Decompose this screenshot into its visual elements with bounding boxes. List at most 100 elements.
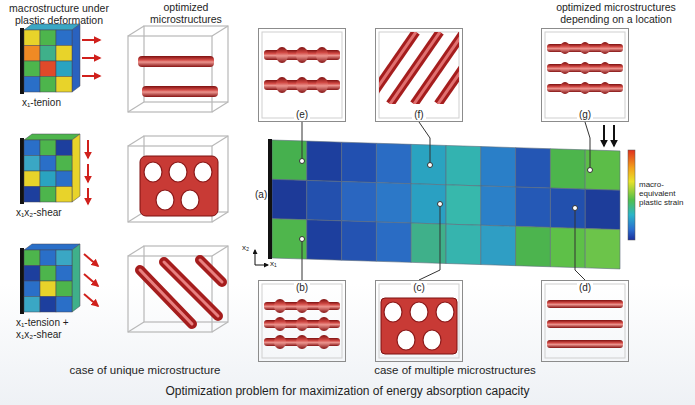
macro-block-shear bbox=[40, 156, 56, 172]
microstructure-wavy-bars bbox=[318, 335, 330, 349]
microstructure-honeycomb bbox=[410, 302, 428, 322]
macro-block-shear bbox=[24, 140, 72, 202]
sample-point-leader bbox=[430, 138, 431, 165]
macro-block-combined bbox=[40, 266, 56, 282]
macro-block-tension bbox=[24, 30, 40, 46]
macro-block-combined bbox=[40, 297, 56, 313]
microstructure-bars bbox=[547, 320, 623, 328]
macro-block-combined bbox=[24, 250, 72, 312]
panel-label: (b) bbox=[294, 282, 310, 293]
macro-block-combined bbox=[56, 250, 72, 266]
macro-block-tension bbox=[24, 46, 40, 62]
sample-point bbox=[573, 206, 578, 211]
load-case-label-holder: x₁x₂-shear bbox=[16, 207, 106, 219]
macro-mesh-cells bbox=[550, 227, 585, 267]
macro-block-combined bbox=[200, 260, 222, 282]
macro-block-tension bbox=[24, 61, 40, 77]
sample-point-leader bbox=[302, 138, 303, 161]
microstructure-honeycomb bbox=[397, 330, 415, 350]
microstructure-bars bbox=[580, 42, 590, 54]
microstructure-wavy-bars bbox=[274, 299, 286, 313]
macro-block-combined bbox=[84, 294, 98, 306]
macro-mesh-cells bbox=[550, 149, 585, 189]
panel-label: (c) bbox=[411, 282, 427, 293]
colorbar-label: macro- equivalent plastic strain bbox=[639, 180, 694, 208]
macro-block-tension bbox=[128, 26, 144, 36]
macro-mesh-cells bbox=[481, 147, 516, 187]
microstructure-wavy-bars bbox=[296, 77, 308, 93]
microstructure-diagonal-bars bbox=[379, 32, 459, 104]
axis-label: x₁ bbox=[270, 259, 282, 268]
macro-block-shear bbox=[20, 138, 24, 204]
macro-block-shear bbox=[24, 171, 40, 187]
macro-block-combined bbox=[84, 254, 98, 306]
macro-block-combined bbox=[128, 246, 144, 256]
sample-point bbox=[300, 237, 305, 242]
macro-block-combined bbox=[40, 281, 56, 297]
macro-block-shear bbox=[128, 136, 144, 146]
macro-mesh-cells bbox=[446, 145, 481, 185]
macro-block-combined bbox=[24, 281, 40, 297]
axis-arrow bbox=[255, 250, 256, 265]
macro-mesh-cells bbox=[342, 221, 377, 261]
macro-block-combined bbox=[20, 248, 24, 314]
macro-mesh-cells bbox=[376, 183, 411, 223]
macro-block-shear bbox=[72, 134, 80, 202]
macro-block-tension bbox=[212, 26, 228, 36]
microstructure-panel: (g) bbox=[541, 28, 629, 122]
microstructure-honeycomb bbox=[381, 298, 457, 354]
microstructure-wavy-bars bbox=[318, 299, 330, 313]
microstructure-wavy-bars bbox=[276, 77, 288, 93]
microstructure-bars bbox=[560, 42, 570, 54]
macro-block-combined bbox=[24, 244, 80, 250]
panel-inner-frame bbox=[262, 32, 342, 118]
macro-block-combined bbox=[72, 244, 80, 312]
macro-block-tension bbox=[40, 77, 56, 93]
macro-mesh-cells bbox=[272, 140, 620, 269]
microstructure-bars bbox=[600, 62, 610, 74]
fixed-support bbox=[268, 139, 272, 259]
leader-line bbox=[585, 122, 590, 138]
macro-block-tension bbox=[82, 39, 100, 41]
load-case-label-holder: x₁-tenion bbox=[22, 97, 102, 109]
microstructure-diagonal-bars bbox=[414, 32, 459, 104]
sample-point-leader bbox=[575, 208, 576, 270]
heading-holder: optimized microstructures bbox=[138, 1, 234, 25]
microstructure-wavy-bars bbox=[296, 299, 308, 313]
axis-label: x₂ bbox=[242, 243, 254, 252]
sample-point bbox=[300, 159, 593, 242]
axis-arrow bbox=[255, 265, 268, 266]
macro-block-combined bbox=[40, 250, 56, 266]
colorbar-label-holder: macro- equivalent plastic strain bbox=[639, 180, 694, 208]
macro-block-shear bbox=[24, 134, 80, 140]
microstructure-panel: (d) bbox=[541, 280, 629, 362]
macro-block-shear bbox=[24, 140, 40, 156]
macro-block-tension bbox=[56, 46, 72, 62]
macro-mesh-cells bbox=[272, 179, 307, 219]
microstructure-wavy-bars bbox=[274, 335, 286, 349]
macro-block-combined bbox=[56, 281, 72, 297]
microstructure-bars bbox=[547, 300, 623, 308]
axis-label-holder: x₁ bbox=[270, 259, 282, 268]
caption-holder: Optimization problem for maximization of… bbox=[0, 385, 695, 399]
load-case-label: x₁-tension + x₁x₂-shear bbox=[16, 317, 88, 340]
heading-holder: macrostructure under plastic deformation bbox=[2, 2, 116, 26]
macro-block-shear bbox=[56, 140, 72, 156]
macro-block-tension bbox=[24, 77, 40, 93]
macro-block-tension bbox=[20, 24, 228, 112]
load-arrow bbox=[613, 125, 615, 146]
macro-mesh-cells bbox=[411, 144, 446, 184]
heading: macrostructure under plastic deformation bbox=[2, 2, 116, 26]
caption: Optimization problem for maximization of… bbox=[0, 385, 695, 399]
microstructure-honeycomb bbox=[384, 302, 454, 350]
microstructure-panel: (b) bbox=[258, 280, 346, 362]
heading: optimized microstructures depending on a… bbox=[540, 1, 692, 25]
panel-label: (e) bbox=[294, 109, 310, 120]
section-label-holder: case of unique microstructure bbox=[55, 364, 235, 377]
section-label: case of unique microstructure bbox=[55, 364, 235, 377]
macro-block-shear bbox=[87, 188, 89, 204]
panel-label: (d) bbox=[577, 282, 593, 293]
macro-mesh-cells bbox=[411, 223, 446, 263]
microstructure-wavy-bars bbox=[264, 299, 340, 349]
macro-block-tension bbox=[82, 75, 100, 77]
